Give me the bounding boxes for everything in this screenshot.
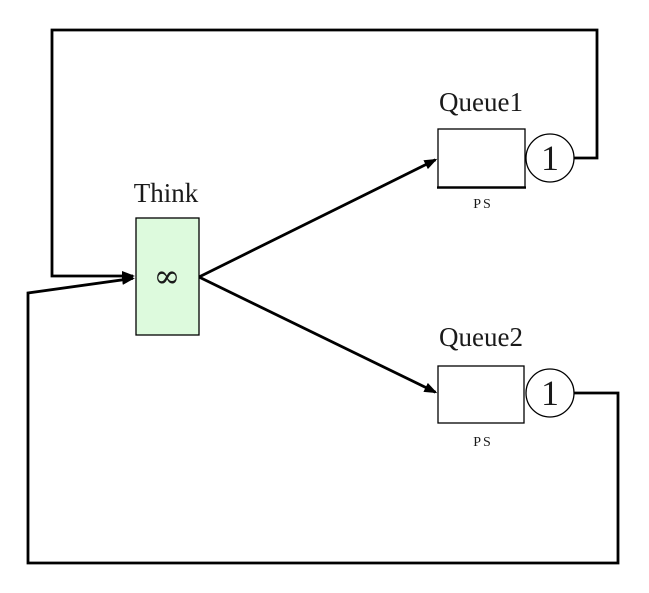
queue2-box bbox=[437, 365, 525, 424]
queue1-box bbox=[437, 128, 526, 188]
edge-queue1-feedback-to-think bbox=[50, 28, 599, 281]
queue2-server-circle bbox=[525, 368, 575, 418]
queue1-label: Queue1 bbox=[439, 87, 523, 117]
edge-think-to-queue2 bbox=[198, 275, 438, 394]
edge-think-to-queue1 bbox=[198, 158, 438, 279]
queue2-server-count: 1 bbox=[541, 373, 559, 413]
queue2-label: Queue2 bbox=[439, 322, 523, 352]
queue1-discipline-label: PS bbox=[473, 197, 493, 212]
think-label: Think bbox=[134, 178, 199, 208]
infinity-symbol: ∞ bbox=[154, 257, 181, 295]
queue1-server-count: 1 bbox=[541, 138, 559, 178]
queue1-server-circle bbox=[525, 133, 575, 183]
think-station-box bbox=[135, 217, 200, 336]
queue2-discipline-label: PS bbox=[473, 435, 493, 450]
edge-queue2-feedback-to-think bbox=[26, 274, 620, 565]
